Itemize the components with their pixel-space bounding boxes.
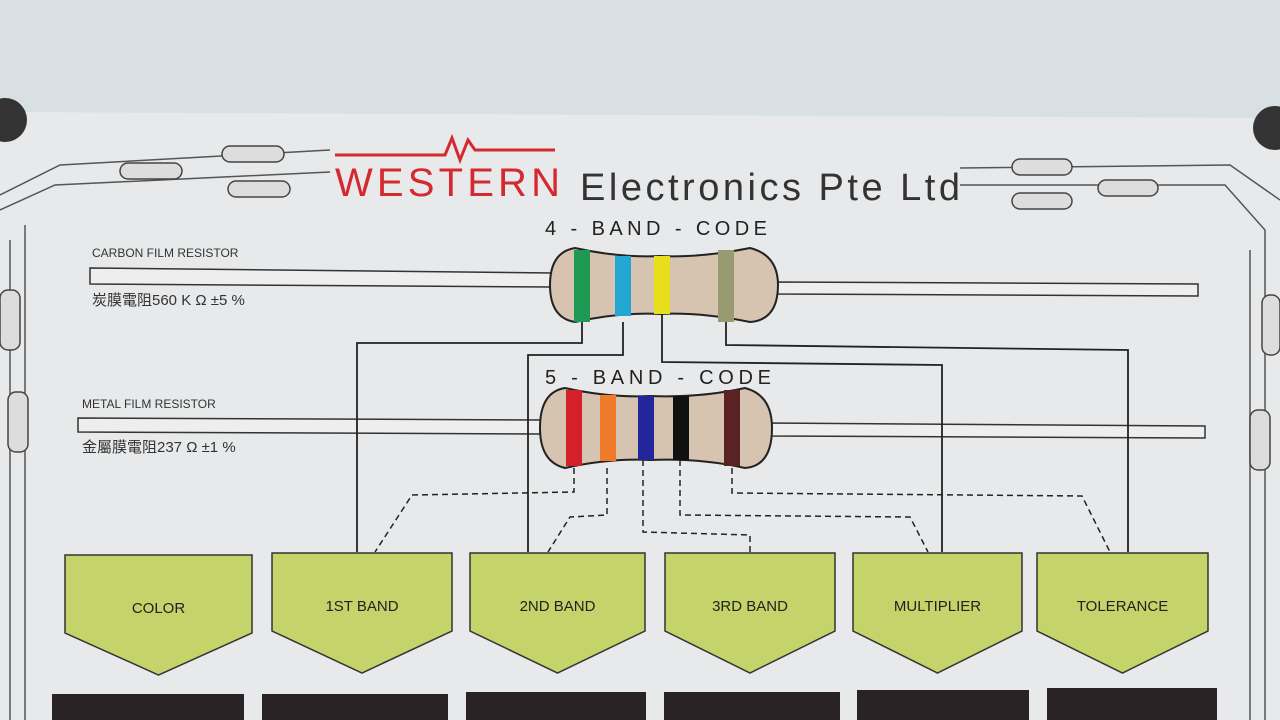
color-band-1 bbox=[566, 390, 582, 466]
brand-name: WESTERN bbox=[335, 161, 560, 205]
four-band-connectors bbox=[356, 314, 1129, 552]
carbon-film-label: CARBON FILM RESISTOR bbox=[92, 246, 239, 260]
box-color bbox=[64, 554, 253, 676]
decorative-resistors bbox=[0, 145, 1280, 471]
five-band-connectors bbox=[374, 460, 1111, 553]
carbon-lead-right bbox=[771, 281, 1199, 297]
carbon-film-value: 炭膜電阻560 K Ω ±5 % bbox=[92, 292, 245, 309]
metal-lead-right bbox=[767, 422, 1206, 439]
box-label: COLOR bbox=[132, 600, 186, 617]
logo-zigzag bbox=[335, 133, 555, 165]
box-multiplier bbox=[852, 552, 1023, 674]
box-1st-band bbox=[271, 552, 453, 674]
five-band-bands bbox=[566, 390, 740, 466]
color-band-5 bbox=[724, 390, 740, 466]
color-band-1 bbox=[574, 250, 590, 322]
table-header-strip bbox=[52, 688, 1217, 720]
box-3rd-band bbox=[664, 552, 836, 674]
box-label: 2ND BAND bbox=[520, 598, 596, 615]
five-band-resistor bbox=[538, 386, 774, 470]
box-label: 3RD BAND bbox=[712, 598, 788, 615]
color-band-4 bbox=[718, 250, 734, 322]
box-tolerance bbox=[1036, 552, 1209, 674]
magnet-left bbox=[0, 98, 27, 142]
box-2nd-band bbox=[469, 552, 646, 674]
color-band-3 bbox=[654, 256, 670, 314]
box-label: 1ST BAND bbox=[325, 598, 398, 615]
box-label: TOLERANCE bbox=[1077, 598, 1168, 615]
box-label: MULTIPLIER bbox=[894, 598, 981, 615]
border-circuit bbox=[0, 149, 1280, 720]
color-band-3 bbox=[638, 396, 654, 460]
color-band-2 bbox=[615, 256, 631, 316]
magnet-right bbox=[1253, 106, 1280, 150]
metal-film-label: METAL FILM RESISTOR bbox=[82, 397, 216, 411]
color-band-4 bbox=[673, 396, 689, 460]
company-name: Electronics Pte Ltd bbox=[580, 167, 960, 209]
band-boxes: COLOR 1ST BAND 2ND BAND 3RD BAND MULTIPLIER T… bbox=[64, 552, 1209, 676]
color-band-2 bbox=[600, 395, 616, 461]
four-band-bands bbox=[574, 250, 734, 322]
metal-film-value: 金屬膜電阻237 Ω ±1 % bbox=[82, 439, 236, 456]
metal-lead-left bbox=[77, 417, 543, 435]
